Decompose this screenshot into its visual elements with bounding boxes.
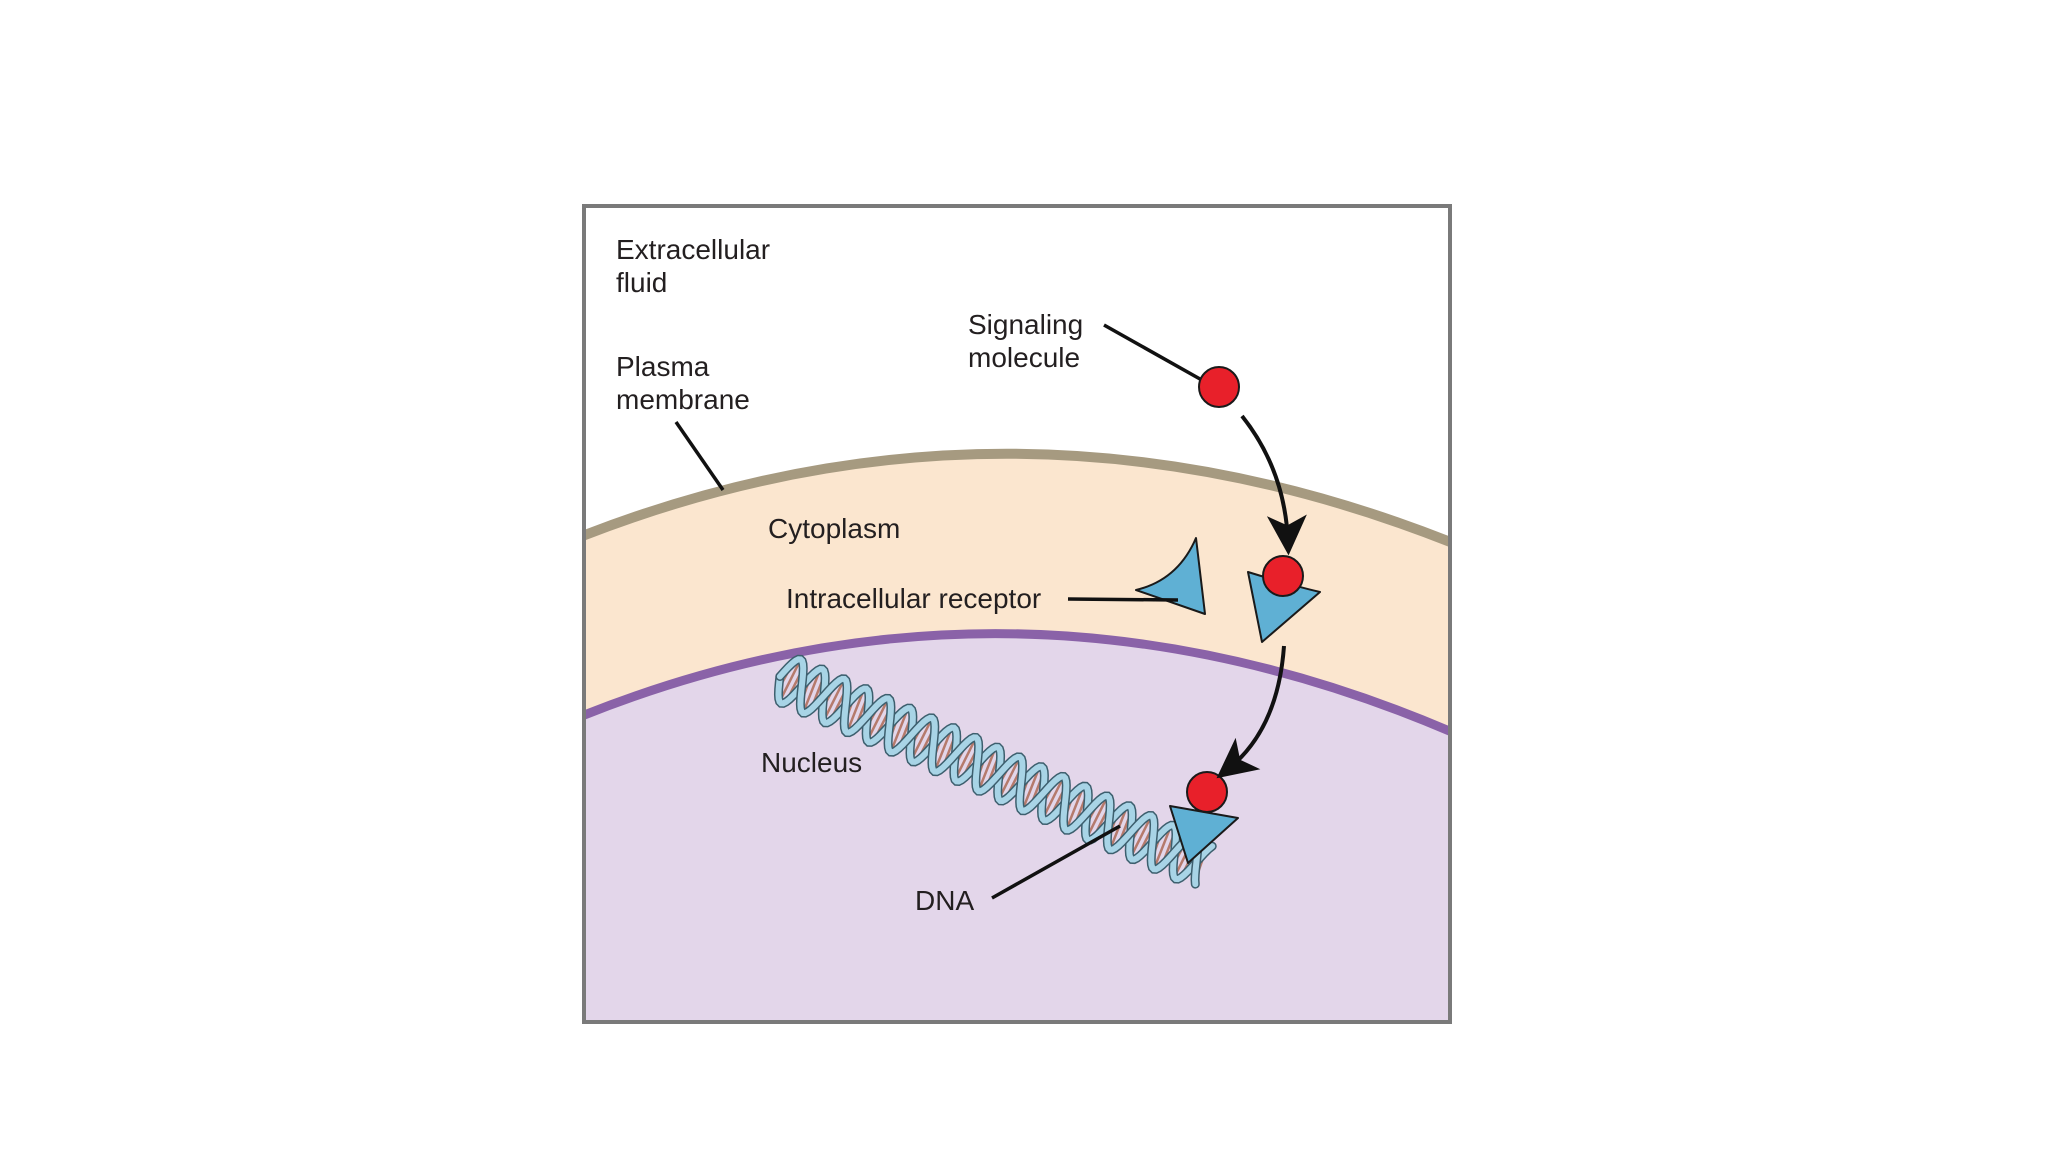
extracellular-label-line1: Extracellular: [616, 234, 770, 265]
signaling-molecule-at-receptor: [1263, 556, 1303, 596]
plasma-membrane-label-line2: membrane: [616, 384, 750, 415]
cytoplasm-label: Cytoplasm: [768, 513, 900, 544]
nucleus-region: [560, 634, 1470, 1030]
extracellular-label-line2: fluid: [616, 267, 667, 298]
signaling-molecule-on-dna: [1187, 772, 1227, 812]
dna-label: DNA: [915, 885, 974, 916]
intracellular-receptor-label: Intracellular receptor: [786, 583, 1041, 614]
signaling-molecule-label-line1: Signaling: [968, 309, 1083, 340]
nucleus-label: Nucleus: [761, 747, 862, 778]
signaling-molecule: [1199, 367, 1239, 407]
receptor-leader: [1068, 599, 1178, 600]
plasma-membrane-label-line1: Plasma: [616, 351, 710, 382]
signaling-molecule-label-line2: molecule: [968, 342, 1080, 373]
